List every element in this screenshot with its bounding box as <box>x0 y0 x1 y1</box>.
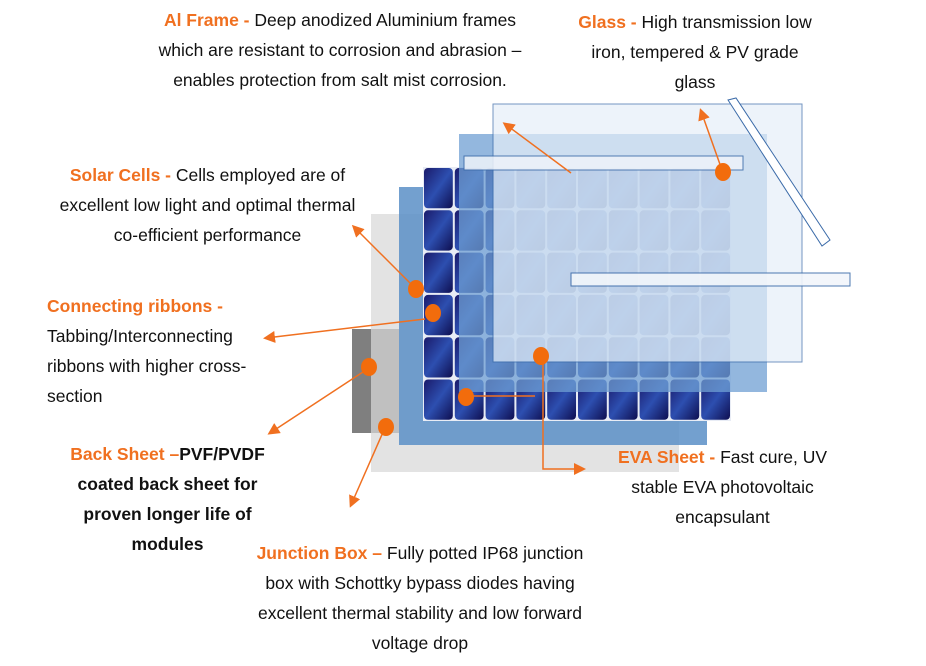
ribbons-label: Connecting ribbons - Tabbing/Interconnec… <box>47 291 287 411</box>
junction-box-text: Fully potted IP68 junction box with Scho… <box>258 543 584 653</box>
solar-cells-text: Cells employed are of excellent low ligh… <box>59 165 356 245</box>
glass-label: Glass - High transmission low iron, temp… <box>575 7 815 97</box>
al-frame-text: Deep anodized Aluminium frames which are… <box>158 10 522 90</box>
junction-box-arrow <box>349 429 385 508</box>
al-frame-arrow <box>502 122 572 174</box>
eva-text: Fast cure, UV stable EVA photovoltaic en… <box>631 447 828 527</box>
glass-title: Glass - <box>578 12 637 32</box>
solar-cell <box>424 210 453 251</box>
glass-marker <box>715 163 731 181</box>
solar-cells-label: Solar Cells - Cells employed are of exce… <box>55 160 360 250</box>
back-sheet-arrow <box>267 369 367 435</box>
ribbons-marker <box>425 304 441 322</box>
solar-cell <box>424 252 453 293</box>
back-sheet-marker <box>361 358 377 376</box>
back-sheet-text: PVF/PVDF coated back sheet for proven lo… <box>77 444 265 554</box>
glass-arrow <box>698 108 723 171</box>
solar-cell <box>424 337 453 378</box>
ribbons-text: Tabbing/Interconnecting ribbons with hig… <box>47 326 247 406</box>
solar-cell <box>424 168 453 209</box>
al-frame-bar-top <box>463 155 744 171</box>
eva-cell-marker <box>458 388 474 406</box>
back-sheet-title: Back Sheet – <box>70 444 180 464</box>
junction-box-marker <box>378 418 394 436</box>
solar-cell <box>424 379 453 420</box>
eva-label: EVA Sheet - Fast cure, UV stable EVA pho… <box>600 442 845 532</box>
glass-layer <box>492 103 803 363</box>
ribbons-title: Connecting ribbons - <box>47 296 223 316</box>
junction-box-title: Junction Box – <box>256 543 383 563</box>
junction-box-side <box>371 329 399 433</box>
eva-arrow <box>542 356 586 475</box>
glass-text: High transmission low iron, tempered & P… <box>591 12 812 92</box>
al-frame-bar-diagonal <box>727 97 831 247</box>
junction-box <box>352 329 371 433</box>
eva-marker <box>533 347 549 365</box>
back-sheet-label: Back Sheet –PVF/PVDF coated back sheet f… <box>55 439 280 559</box>
junction-box-label: Junction Box – Fully potted IP68 junctio… <box>245 538 595 658</box>
solar-cells-arrow <box>351 224 415 288</box>
al-frame-bar-middle <box>570 272 851 287</box>
ribbons-arrow <box>263 318 426 343</box>
solar-cells-title: Solar Cells - <box>69 165 172 185</box>
eva-title: EVA Sheet - <box>617 447 716 467</box>
al-frame-label: Al Frame - Deep anodized Aluminium frame… <box>150 5 530 95</box>
al-frame-title: Al Frame - <box>163 10 250 30</box>
solar-cells-marker <box>408 280 424 298</box>
